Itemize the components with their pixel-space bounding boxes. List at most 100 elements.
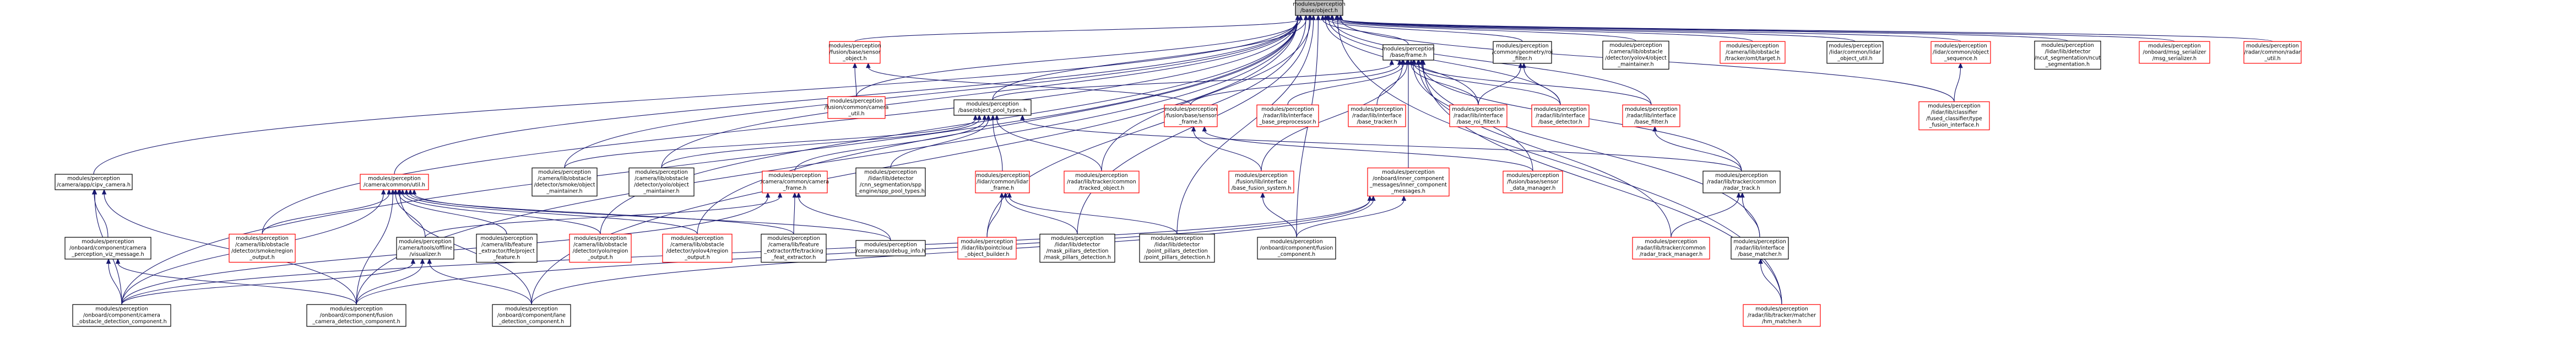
graph-node[interactable]: modules/perception/onboard/component/fus… bbox=[306, 304, 406, 327]
edge-line bbox=[117, 263, 357, 305]
node-label-line: modules/perception bbox=[1075, 173, 1128, 179]
graph-node[interactable]: modules/perception/fusion/base/sensor_ob… bbox=[828, 41, 881, 64]
node-label-line: /hm_matcher.h bbox=[1762, 319, 1802, 325]
node-label-line: modules/perception bbox=[1382, 169, 1435, 175]
graph-node[interactable]: modules/perception/radar/lib/interface/b… bbox=[1731, 237, 1789, 260]
edge-arrowhead bbox=[1311, 14, 1316, 20]
graph-node[interactable]: modules/perception/camera/lib/obstacle/d… bbox=[569, 233, 632, 263]
node-label-line: modules/perception bbox=[1452, 106, 1505, 113]
edge-line bbox=[661, 19, 1298, 168]
dependency-edge bbox=[106, 258, 122, 305]
node-label-line: _maintainer.h bbox=[546, 189, 582, 195]
graph-node[interactable]: modules/perception/onboard/inner_compone… bbox=[1367, 167, 1450, 197]
graph-node[interactable]: modules/perception/radar/lib/tracker/com… bbox=[1632, 237, 1710, 260]
dependency-edge bbox=[1330, 14, 1652, 105]
graph-node[interactable]: modules/perception/radar/lib/interface/b… bbox=[1531, 104, 1590, 127]
graph-node[interactable]: modules/perception/radar/lib/interface/b… bbox=[1449, 104, 1507, 127]
graph-node[interactable]: modules/perception/onboard/component/cam… bbox=[72, 304, 171, 327]
dependency-edge bbox=[564, 114, 978, 168]
node-label-line: modules/perception bbox=[635, 169, 688, 175]
node-label-line: _frame.h bbox=[1179, 119, 1202, 125]
node-box bbox=[64, 237, 151, 260]
graph-node[interactable]: modules/perception/lidar/lib/detector/nc… bbox=[2034, 40, 2101, 70]
edge-arrowhead bbox=[397, 189, 403, 195]
edge-line bbox=[661, 119, 980, 168]
graph-node[interactable]: modules/perception/lidar/lib/detector/ma… bbox=[1039, 233, 1115, 263]
dependency-edge bbox=[1521, 62, 1561, 105]
graph-node[interactable]: modules/perception/camera/lib/obstacle/d… bbox=[662, 233, 733, 263]
node-box bbox=[1064, 170, 1140, 194]
graph-node[interactable]: modules/perception/camera/lib/obstacle/d… bbox=[229, 233, 296, 263]
graph-node[interactable]: modules/perception/radar/lib/tracker/com… bbox=[1064, 170, 1140, 194]
nodes-layer: modules/perception/base/object.h modules/… bbox=[55, 0, 2302, 327]
node-label-line: _feature.h bbox=[493, 255, 520, 261]
graph-node[interactable]: modules/perception/camera/app/cipv_camer… bbox=[55, 174, 133, 190]
graph-node[interactable]: modules/perception/onboard/component/lan… bbox=[492, 304, 571, 327]
graph-node[interactable]: modules/perception/camera/app/debug_info… bbox=[855, 240, 926, 256]
graph-node[interactable]: modules/perception/radar/lib/tracker/com… bbox=[1702, 170, 1781, 194]
graph-node[interactable]: modules/perception/radar/lib/interface/b… bbox=[1622, 104, 1680, 127]
edge-line bbox=[262, 19, 1298, 234]
graph-node[interactable]: modules/perception/camera/lib/feature_ex… bbox=[761, 233, 827, 263]
edge-line bbox=[410, 193, 794, 234]
edge-arrowhead bbox=[404, 189, 409, 195]
graph-node[interactable]: modules/perception/camera/lib/obstacle/t… bbox=[1720, 41, 1786, 64]
graph-node[interactable]: modules/perception/radar/common/radar_ut… bbox=[2243, 41, 2302, 64]
edge-line bbox=[1340, 19, 2068, 41]
edge-line bbox=[1340, 19, 1856, 42]
node-label-line: /fusion/base/sensor bbox=[1507, 179, 1558, 185]
node-label-line: /detector/smoke/object bbox=[534, 182, 595, 188]
graph-node[interactable]: modules/perception/camera/common/util.h bbox=[360, 174, 429, 190]
node-label-line: /radar/lib/interface bbox=[1263, 113, 1313, 119]
graph-node[interactable]: modules/perception/base/object.h bbox=[1293, 0, 1346, 16]
graph-node[interactable]: modules/perception/camera/lib/obstacle/d… bbox=[628, 167, 695, 197]
graph-node[interactable]: modules/perception/camera/lib/obstacle/d… bbox=[1602, 40, 1669, 70]
node-label-line: /camera/lib/obstacle bbox=[634, 176, 688, 182]
graph-node[interactable]: modules/perception/camera/lib/obstacle/d… bbox=[532, 167, 598, 197]
graph-node[interactable]: modules/perception/fusion/common/camera_… bbox=[825, 96, 889, 119]
graph-node[interactable]: modules/perception/lidar/lib/detector/cn… bbox=[855, 167, 926, 197]
edge-arrowhead bbox=[1367, 195, 1373, 201]
graph-node[interactable]: modules/perception/lidar/lib/pointcloud_… bbox=[957, 237, 1017, 260]
graph-node[interactable]: modules/perception/onboard/component/cam… bbox=[64, 237, 151, 260]
graph-node[interactable]: modules/perception/lidar/lib/detector/po… bbox=[1139, 233, 1215, 263]
graph-node[interactable]: modules/perception/radar/lib/tracker/mat… bbox=[1743, 304, 1821, 327]
edge-line bbox=[1190, 63, 1400, 105]
graph-node[interactable]: modules/perception/lidar/common/lidar_fr… bbox=[975, 170, 1030, 194]
graph-node[interactable]: modules/perception/onboard/msg_serialize… bbox=[2139, 41, 2210, 64]
graph-node[interactable]: modules/perception/fusion/base/sensor_da… bbox=[1503, 170, 1563, 194]
node-label-line: _perception_viz_message.h bbox=[71, 251, 144, 258]
node-label-line: _frame.h bbox=[783, 185, 806, 191]
edge-line bbox=[1262, 196, 1297, 238]
node-label-line: /camera/lib/feature bbox=[481, 242, 532, 248]
graph-node[interactable]: modules/perception/base/object_pool_type… bbox=[953, 99, 1032, 116]
node-label-line: _maintainer.h bbox=[1617, 62, 1653, 68]
graph-node[interactable]: modules/perception/radar/lib/interface_b… bbox=[1256, 104, 1319, 127]
edge-arrowhead bbox=[1416, 59, 1422, 65]
node-label-line: modules/perception bbox=[1934, 43, 1987, 49]
edge-arrowhead bbox=[999, 192, 1005, 198]
edge-arrowhead bbox=[1401, 195, 1407, 201]
edge-line bbox=[429, 263, 532, 305]
node-label-line: /tracker/omt/target.h bbox=[1725, 56, 1781, 62]
graph-node[interactable]: modules/perception/onboard/component/fus… bbox=[1257, 237, 1336, 260]
graph-node[interactable]: modules/perception/lidar/common/object_s… bbox=[1930, 41, 1991, 64]
node-label-line: modules/perception bbox=[505, 306, 558, 312]
graph-node[interactable]: modules/perception/camera/common/camera_… bbox=[761, 170, 829, 194]
graph-node[interactable]: modules/perception/camera/tools/offline/… bbox=[396, 237, 454, 260]
graph-node[interactable]: modules/perception/common/geometry/roi_f… bbox=[1492, 41, 1553, 64]
graph-node[interactable]: modules/perception/lidar/common/lidar_ob… bbox=[1826, 41, 1884, 64]
edge-arrowhead bbox=[1371, 195, 1376, 201]
graph-node[interactable]: modules/perception/fusion/base/sensor_fr… bbox=[1164, 104, 1218, 127]
graph-node[interactable]: modules/perception/fusion/lib/interface/… bbox=[1228, 170, 1294, 194]
edge-line bbox=[1332, 19, 1652, 105]
edge-arrowhead bbox=[1335, 14, 1340, 20]
node-box bbox=[1228, 170, 1294, 194]
graph-node[interactable]: modules/perception/camera/lib/feature_ex… bbox=[476, 233, 538, 263]
node-box bbox=[628, 167, 695, 197]
edge-line bbox=[854, 67, 857, 97]
graph-node[interactable]: modules/perception/base/frame.h bbox=[1382, 44, 1435, 61]
edge-arrowhead bbox=[1298, 14, 1303, 20]
graph-node[interactable]: modules/perception/lidar/lib/classifier/… bbox=[1918, 101, 1990, 131]
graph-node[interactable]: modules/perception/radar/lib/interface/b… bbox=[1348, 104, 1406, 127]
